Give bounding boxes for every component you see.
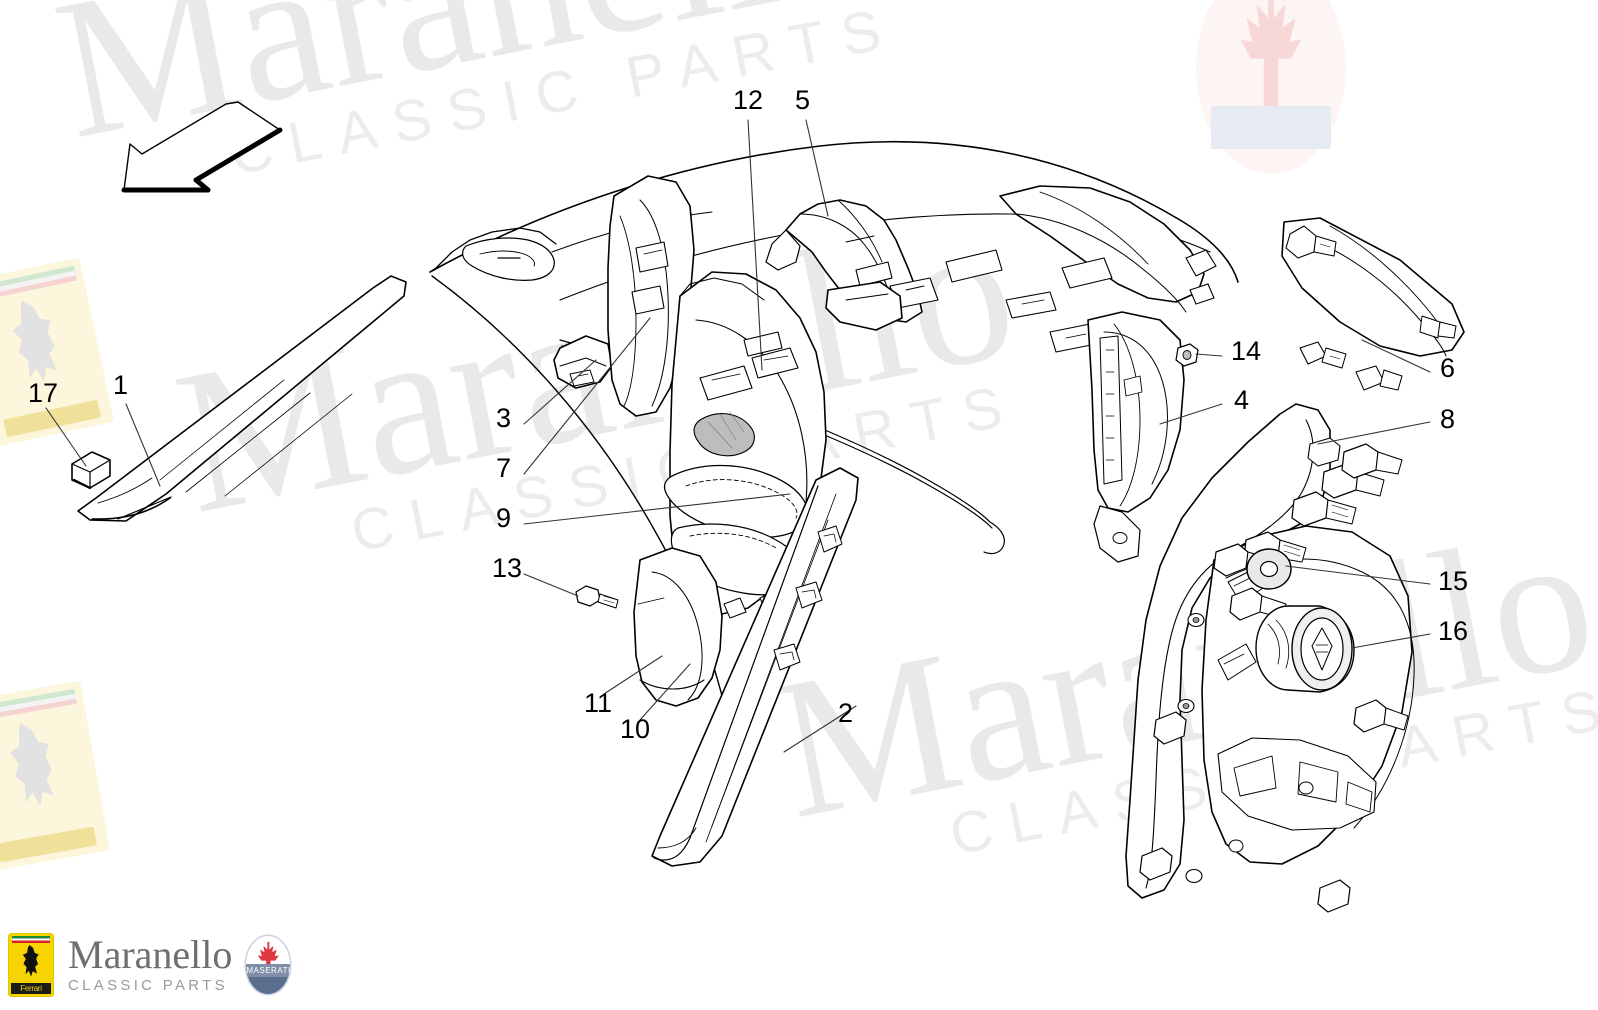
callout-number: 8 [1440, 404, 1456, 434]
brand-name: Maranello [68, 932, 233, 977]
brand-tagline: CLASSIC PARTS [68, 977, 228, 994]
part-2-sill-trim [651, 467, 859, 867]
part-15-grommet [1246, 548, 1292, 590]
part-4-quarter-window-trim [1087, 311, 1185, 563]
callout-number: 9 [496, 503, 512, 533]
part-17-clip [71, 451, 111, 490]
header-trim-bar [825, 281, 903, 331]
part-1-pillar-trim [77, 275, 407, 522]
maserati-wordmark: MASERATI [246, 963, 291, 977]
prancing-horse-icon [22, 945, 39, 977]
part-16-speaker-ring [1255, 605, 1355, 693]
part-8-door-panel-frame [1125, 403, 1415, 899]
maserati-logo-band [246, 974, 291, 994]
callout-number: 3 [496, 403, 512, 433]
centre-pillar-trim-assembly [633, 271, 827, 707]
callout-number: 12 [733, 85, 764, 115]
part-6-triangular-trim [1281, 217, 1465, 391]
callout-number: 6 [1440, 353, 1456, 383]
part-7-pillar-upper-trim [607, 175, 695, 417]
callout-number: 14 [1231, 336, 1262, 366]
part-13-screw [575, 585, 619, 609]
italian-flag-stripe [12, 936, 50, 943]
callout-number: 1 [113, 370, 129, 400]
leader-lines [45, 119, 1431, 753]
direction-arrow [121, 101, 283, 193]
maserati-logo: MASERATI [246, 936, 291, 994]
part-14-clip [1175, 343, 1199, 367]
ferrari-wordmark: Ferrari [11, 983, 51, 994]
callout-number: 7 [496, 453, 512, 483]
callout-number: 16 [1438, 616, 1469, 646]
footer-brand: Ferrari Maranello CLASSIC PARTS MASERATI [8, 928, 291, 1002]
roof-rear-panel [945, 185, 1217, 353]
part-3-upper-bracket [553, 335, 613, 389]
callout-number: 5 [795, 85, 811, 115]
callout-number: 10 [620, 714, 651, 744]
callout-number: 17 [28, 378, 59, 408]
callout-number: 4 [1234, 385, 1250, 415]
callout-number: 11 [584, 688, 613, 718]
callout-number: 13 [492, 553, 523, 583]
brand-wordmark: Maranello CLASSIC PARTS [68, 935, 232, 995]
ferrari-logo: Ferrari [8, 933, 54, 997]
callout-number: 15 [1438, 566, 1469, 596]
callout-number: 2 [838, 698, 854, 728]
